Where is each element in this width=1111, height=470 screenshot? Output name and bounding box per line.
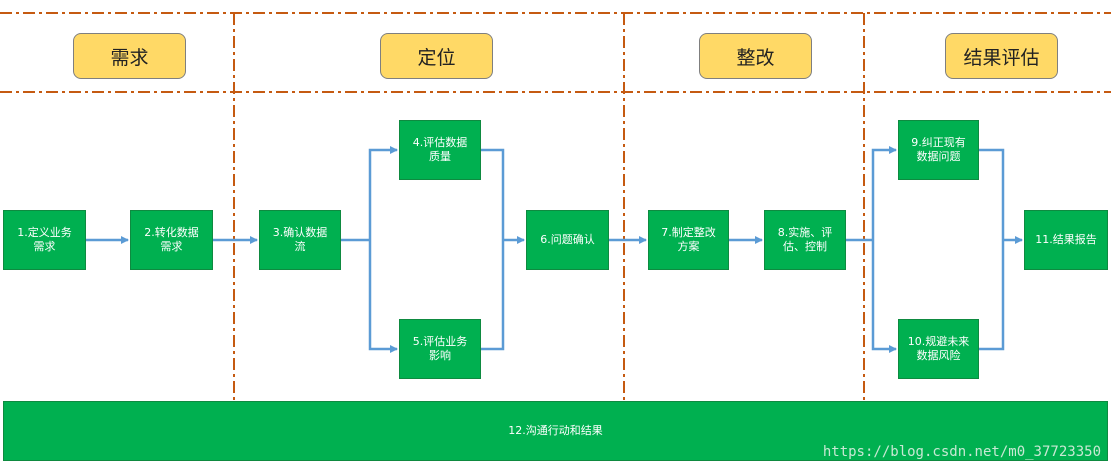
connectors: [86, 146, 1023, 353]
node-rectification-plan: 7.制定整改 方案: [648, 210, 729, 270]
node-assess-data-quality: 4.评估数据 质量: [399, 120, 481, 180]
arrow-3-4: [368, 146, 398, 240]
line-4-merge: [481, 148, 505, 240]
node-convert-data-requirements: 2.转化数据 需求: [130, 210, 213, 270]
phase-evaluation: 结果评估: [945, 33, 1058, 79]
node-result-report: 11.结果报告: [1024, 210, 1108, 270]
line-9-merge: [979, 148, 1005, 240]
line-10-merge: [979, 240, 1005, 351]
node-implement-evaluate-control: 8.实施、评 估、控制: [764, 210, 846, 270]
phase-requirements: 需求: [73, 33, 186, 79]
node-define-business-requirements: 1.定义业务 需求: [3, 210, 86, 270]
arrow-3-5: [368, 240, 398, 353]
phase-dividers: [0, 12, 1111, 400]
phase-positioning: 定位: [380, 33, 493, 79]
node-correct-data-issues: 9.纠正现有 数据问题: [898, 120, 979, 180]
node-confirm-data-flow: 3.确认数据 流: [259, 210, 341, 270]
node-assess-business-impact: 5.评估业务 影响: [399, 319, 481, 379]
arrow-8-9: [871, 146, 897, 240]
arrow-8-10: [871, 240, 897, 353]
node-issue-confirmation: 6.问题确认: [526, 210, 609, 270]
phase-rectification: 整改: [699, 33, 812, 79]
watermark: https://blog.csdn.net/m0_37723350: [822, 444, 1101, 460]
node-communicate-actions-results: 12.沟通行动和结果: [3, 401, 1108, 461]
node-avoid-future-data-risks: 10.规避未来 数据风险: [898, 319, 979, 379]
line-5-merge: [481, 240, 505, 351]
